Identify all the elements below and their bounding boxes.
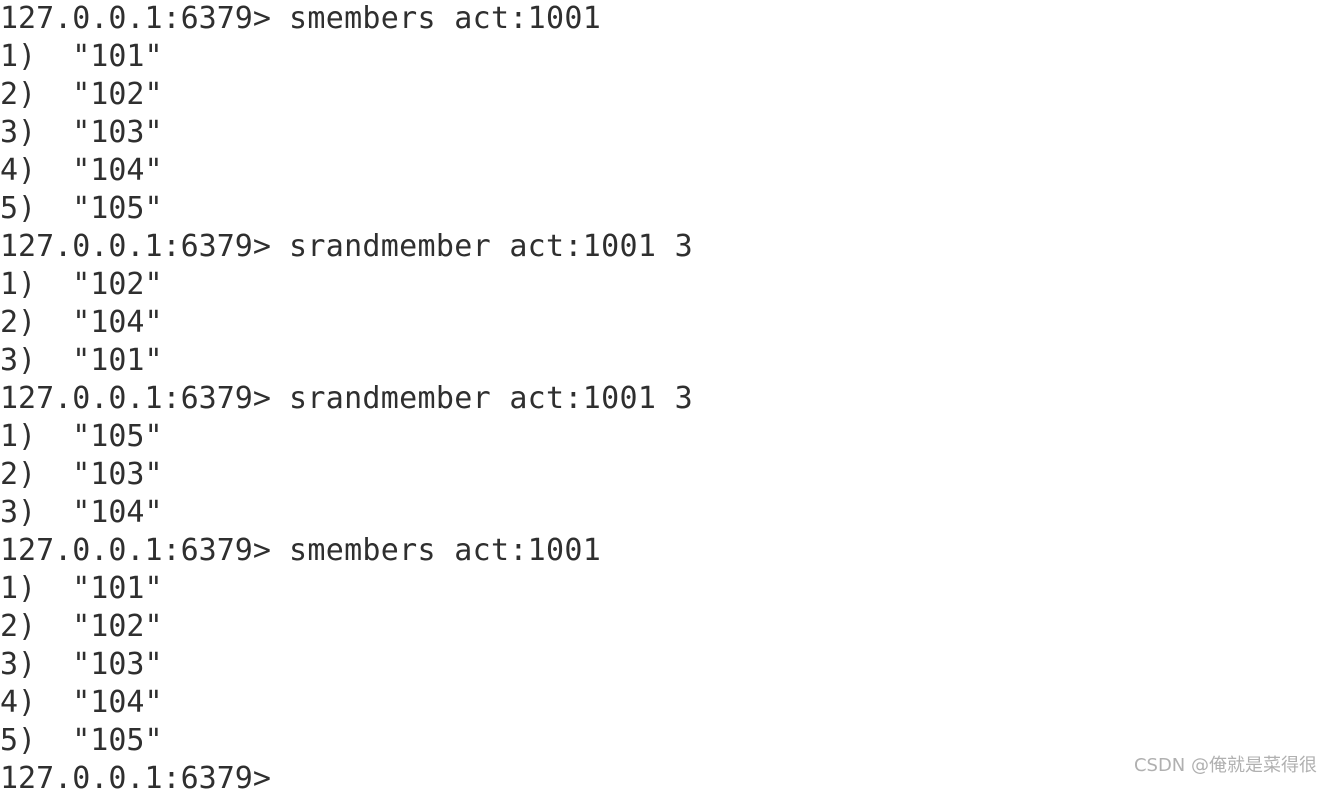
prompt-text: 127.0.0.1:6379> xyxy=(0,533,289,568)
watermark-text: CSDN @俺就是菜得很 xyxy=(1133,755,1317,776)
output-line: 2) "102" xyxy=(0,608,1331,646)
output-text: 3) "103" xyxy=(0,647,163,682)
output-text: 1) "105" xyxy=(0,419,163,454)
output-text: 2) "103" xyxy=(0,457,163,492)
output-text: 2) "102" xyxy=(0,77,163,112)
prompt-line: 127.0.0.1:6379> smembers act:1001 xyxy=(0,0,1331,38)
output-text: 3) "103" xyxy=(0,115,163,150)
prompt-line: 127.0.0.1:6379> srandmember act:1001 3 xyxy=(0,228,1331,266)
output-line: 4) "104" xyxy=(0,684,1331,722)
output-line: 3) "101" xyxy=(0,342,1331,380)
prompt-line: 127.0.0.1:6379> srandmember act:1001 3 xyxy=(0,380,1331,418)
output-text: 4) "104" xyxy=(0,153,163,188)
output-line: 2) "104" xyxy=(0,304,1331,342)
output-line: 3) "104" xyxy=(0,494,1331,532)
prompt-text: 127.0.0.1:6379> xyxy=(0,381,289,416)
prompt-text: 127.0.0.1:6379> xyxy=(0,229,289,264)
output-line: 1) "102" xyxy=(0,266,1331,304)
output-text: 2) "104" xyxy=(0,305,163,340)
output-text: 1) "102" xyxy=(0,267,163,302)
output-line: 2) "102" xyxy=(0,76,1331,114)
output-line: 1) "101" xyxy=(0,570,1331,608)
command-text: srandmember act:1001 3 xyxy=(288,381,693,416)
output-text: 2) "102" xyxy=(0,609,163,644)
output-text: 1) "101" xyxy=(0,39,163,74)
output-line: 5) "105" xyxy=(0,722,1331,760)
prompt-line[interactable]: 127.0.0.1:6379> xyxy=(0,760,1331,798)
command-text: smembers act:1001 xyxy=(288,1,602,36)
prompt-text: 127.0.0.1:6379> xyxy=(0,1,289,36)
output-text: 1) "101" xyxy=(0,571,163,606)
output-line: 5) "105" xyxy=(0,190,1331,228)
command-text: smembers act:1001 xyxy=(288,533,602,568)
prompt-text: 127.0.0.1:6379> xyxy=(0,761,289,796)
output-text: 3) "101" xyxy=(0,343,163,378)
output-line: 1) "101" xyxy=(0,38,1331,76)
output-text: 4) "104" xyxy=(0,685,163,720)
output-line: 1) "105" xyxy=(0,418,1331,456)
output-text: 3) "104" xyxy=(0,495,163,530)
output-text: 5) "105" xyxy=(0,723,163,758)
command-text: srandmember act:1001 3 xyxy=(288,229,693,264)
output-line: 2) "103" xyxy=(0,456,1331,494)
prompt-line: 127.0.0.1:6379> smembers act:1001 xyxy=(0,532,1331,570)
output-text: 5) "105" xyxy=(0,191,163,226)
output-line: 3) "103" xyxy=(0,114,1331,152)
output-line: 3) "103" xyxy=(0,646,1331,684)
output-line: 4) "104" xyxy=(0,152,1331,190)
